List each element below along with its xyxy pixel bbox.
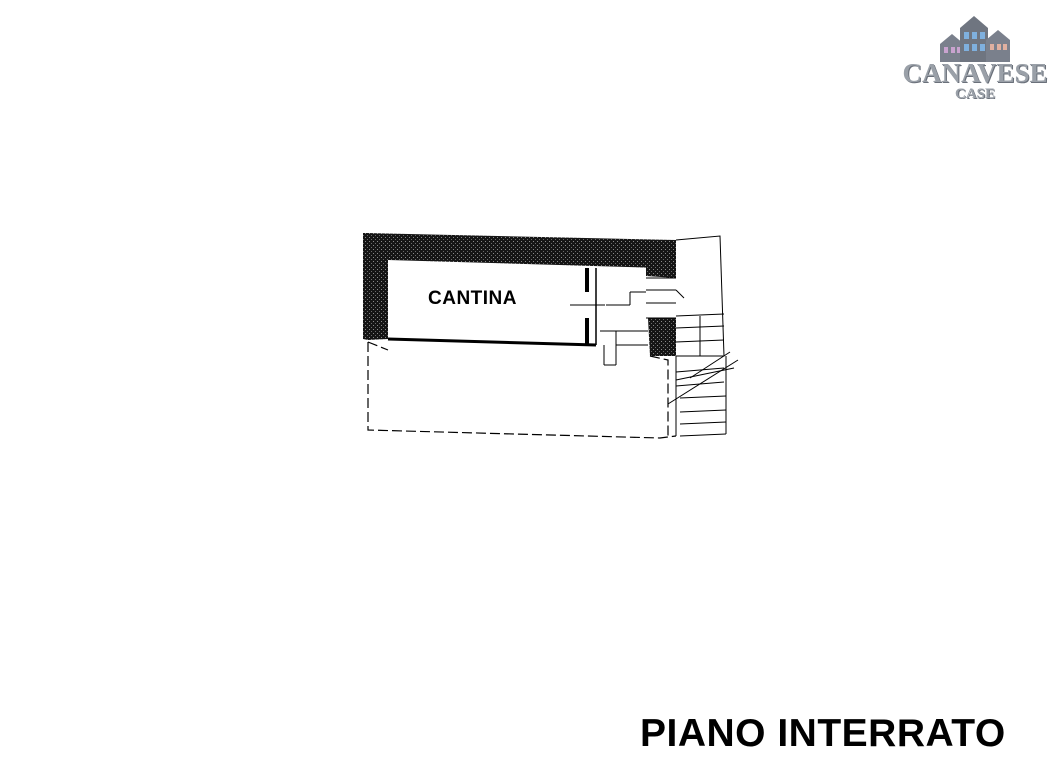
left-wall bbox=[363, 233, 388, 339]
logo-subtitle: CASE bbox=[954, 86, 995, 102]
cellar-walls bbox=[363, 233, 676, 356]
houses-icon bbox=[940, 16, 1010, 62]
room-label-cantina: CANTINA bbox=[428, 288, 517, 309]
right-upper-wall bbox=[646, 240, 676, 278]
dashed-perimeter bbox=[367, 341, 677, 439]
cellar-room bbox=[387, 268, 648, 366]
top-wall bbox=[363, 233, 676, 340]
canavese-case-logo: CANAVESE CASE bbox=[900, 14, 1050, 102]
logo-wordmark: CANAVESE bbox=[902, 58, 1048, 88]
right-lower-wall bbox=[648, 318, 676, 356]
staircase bbox=[646, 235, 725, 357]
lower-steps bbox=[667, 351, 739, 437]
floor-title: PIANO INTERRATO bbox=[640, 712, 1006, 755]
